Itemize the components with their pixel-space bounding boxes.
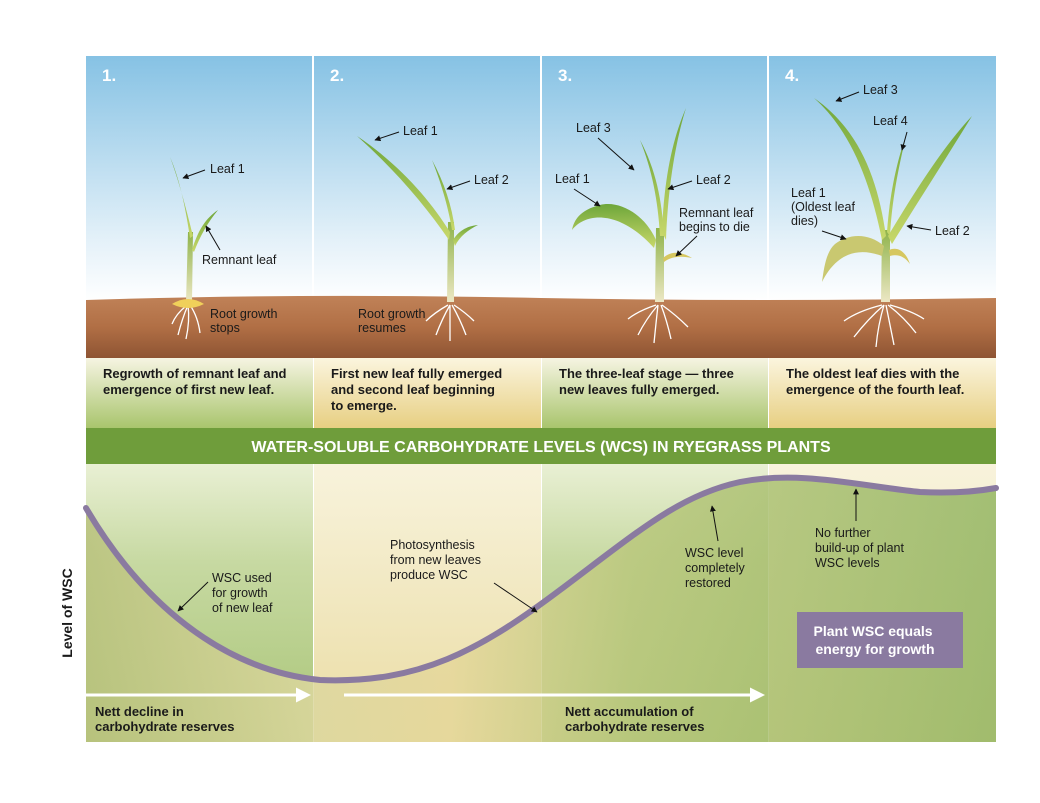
label-leaf3: Leaf 3 bbox=[863, 83, 898, 97]
stem bbox=[186, 232, 193, 302]
label-leaf2: Leaf 2 bbox=[696, 173, 731, 187]
info-box-text: Plant WSC equals energy for growth bbox=[814, 623, 937, 657]
annotation-arrow bbox=[709, 505, 719, 542]
leaf bbox=[192, 210, 218, 252]
label-leaf3: Leaf 3 bbox=[576, 121, 611, 135]
label-leaf2: Leaf 2 bbox=[474, 173, 509, 187]
caption-bg-3 bbox=[542, 358, 768, 428]
roots bbox=[843, 304, 925, 348]
leaf bbox=[170, 157, 193, 238]
label-arrow bbox=[205, 225, 221, 251]
label-leaf1: Leaf 1 bbox=[210, 162, 245, 176]
caption-bg-4 bbox=[769, 358, 996, 428]
soil-band bbox=[86, 295, 996, 358]
label-arrow bbox=[573, 188, 601, 207]
leaf bbox=[663, 252, 692, 262]
plant-stage-4 bbox=[814, 98, 972, 348]
label-arrow bbox=[821, 230, 847, 241]
stage-number-3: 3. bbox=[558, 66, 572, 85]
leaf bbox=[640, 140, 664, 236]
leaf bbox=[887, 136, 906, 236]
accumulation-label: Nett accumulation of carbohydrate reserv… bbox=[565, 704, 704, 734]
plant-stage-3 bbox=[572, 108, 692, 344]
label-leaf4: Leaf 4 bbox=[873, 114, 908, 128]
label-arrow bbox=[900, 131, 908, 151]
decline-label: Nett decline in carbohydrate reserves bbox=[95, 704, 234, 734]
stage-number-4: 4. bbox=[785, 66, 799, 85]
wsc-area bbox=[86, 477, 996, 742]
label-remnant: Remnant leaf begins to die bbox=[679, 206, 757, 234]
label-root: Root growth resumes bbox=[358, 307, 429, 335]
label-arrow bbox=[182, 169, 206, 179]
leaf bbox=[889, 248, 910, 264]
stem bbox=[881, 230, 890, 302]
caption-bg-2 bbox=[314, 358, 541, 428]
leaf bbox=[432, 160, 455, 230]
label-arrow bbox=[446, 180, 471, 191]
stage-caption-1: Regrowth of remnant leaf and emergence o… bbox=[103, 366, 290, 397]
roots bbox=[171, 304, 201, 340]
stage-caption-4: The oldest leaf dies with the emergence … bbox=[786, 366, 964, 397]
y-axis-label: Level of WSC bbox=[59, 568, 75, 657]
caption-bg-1 bbox=[86, 358, 313, 428]
leaf bbox=[888, 116, 972, 244]
label-arrow bbox=[835, 91, 860, 102]
label-arrow bbox=[675, 235, 698, 257]
stem bbox=[655, 228, 664, 302]
label-leaf1: Leaf 1 bbox=[555, 172, 590, 186]
diagram-title: WATER-SOLUBLE CARBOHYDRATE LEVELS (WCS) … bbox=[251, 439, 831, 456]
annotation-arrow bbox=[177, 581, 209, 612]
label-arrow bbox=[374, 131, 400, 142]
plant-stage-1 bbox=[170, 157, 218, 340]
label-arrow bbox=[667, 180, 693, 191]
leaf bbox=[822, 236, 884, 282]
annotation-no-further: No further build-up of plant WSC levels bbox=[815, 526, 907, 570]
label-root: Root growth stops bbox=[210, 307, 281, 335]
annotation-restored: WSC level completely restored bbox=[685, 546, 748, 590]
stage-number-1: 1. bbox=[102, 66, 116, 85]
label-arrow bbox=[906, 223, 932, 231]
label-arrow bbox=[597, 137, 635, 171]
leaf bbox=[572, 204, 656, 248]
stem bbox=[447, 222, 454, 302]
stage-number-2: 2. bbox=[330, 66, 344, 85]
roots bbox=[627, 304, 689, 344]
annotation-wsc-used: WSC used for growth of new leaf bbox=[212, 571, 275, 615]
wsc-curve bbox=[83, 474, 999, 684]
info-box bbox=[797, 612, 963, 668]
label-leaf2: Leaf 2 bbox=[935, 224, 970, 238]
title-band bbox=[86, 428, 996, 464]
seed bbox=[172, 299, 204, 308]
stage-caption-3: The three-leaf stage — three new leaves … bbox=[559, 366, 737, 397]
leaf bbox=[662, 108, 686, 240]
roots bbox=[425, 304, 475, 341]
leaf bbox=[453, 225, 478, 246]
plant-stage-2 bbox=[357, 136, 478, 341]
label-leaf1: Leaf 1 bbox=[403, 124, 438, 138]
label-leaf1: Leaf 1 (Oldest leaf dies) bbox=[791, 186, 858, 228]
annotation-photosynthesis: Photosynthesis from new leaves produce W… bbox=[390, 538, 485, 582]
stage-caption-2: First new leaf fully emerged and second … bbox=[331, 366, 506, 413]
annotation-arrow bbox=[493, 582, 538, 613]
label-remnant: Remnant leaf bbox=[202, 253, 277, 267]
